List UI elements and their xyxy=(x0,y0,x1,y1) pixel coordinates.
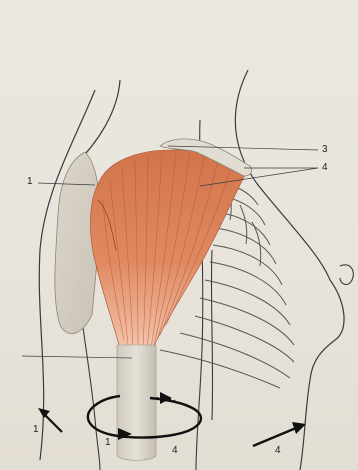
label-rotation-arrow: 4 xyxy=(172,446,178,456)
label-chest-arrow: 4 xyxy=(275,446,281,456)
rotation-arrowhead-top xyxy=(160,392,172,404)
mid-line xyxy=(211,250,212,420)
label-humerus-rotation-bottom: 1 xyxy=(105,438,111,448)
nipple xyxy=(340,265,353,285)
label-ribs: 4 xyxy=(322,163,328,173)
arrow-right-shaft xyxy=(253,428,296,446)
label-origin-clavicular: 1 xyxy=(27,177,33,187)
arrow-left-shaft xyxy=(44,414,62,432)
torso-outline xyxy=(235,70,344,470)
humerus xyxy=(117,345,156,460)
arrow-left-head xyxy=(38,408,50,418)
label-humerus-rotation-left: 1 xyxy=(33,425,39,435)
label-acromion: 3 xyxy=(322,145,328,155)
arm-outline-inner xyxy=(75,80,120,165)
